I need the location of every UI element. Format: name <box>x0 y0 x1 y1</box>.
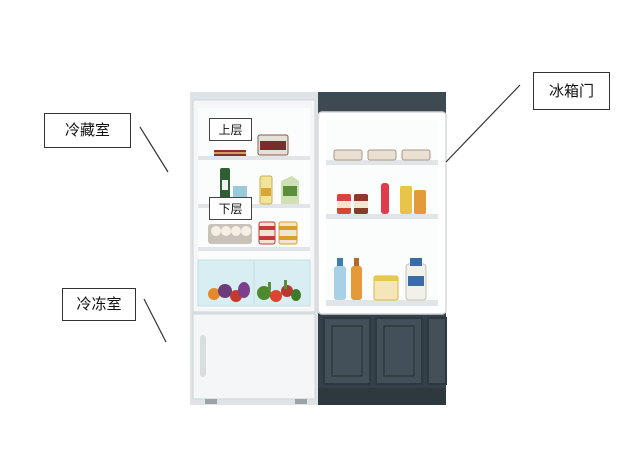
freezer-leader-line <box>143 298 167 343</box>
door-egg-racks <box>333 149 431 161</box>
lower-shelf-label: 下层 <box>209 197 252 220</box>
leader-lines <box>139 84 521 343</box>
egg-tray <box>208 224 252 244</box>
upper-shelf-label: 上层 <box>209 118 252 141</box>
vegetables <box>208 280 301 302</box>
door-bottles <box>334 258 427 301</box>
fridge-label: 冷藏室 <box>44 113 131 148</box>
freezer-label: 冷冻室 <box>62 288 136 321</box>
jars <box>258 221 298 245</box>
door-label: 冰箱门 <box>533 72 610 110</box>
door-jars <box>337 183 426 214</box>
top-shelf-items <box>214 134 289 156</box>
fridge-leader-line <box>139 126 169 173</box>
door-leader-line <box>445 84 521 163</box>
middle-shelf-items <box>220 168 299 205</box>
